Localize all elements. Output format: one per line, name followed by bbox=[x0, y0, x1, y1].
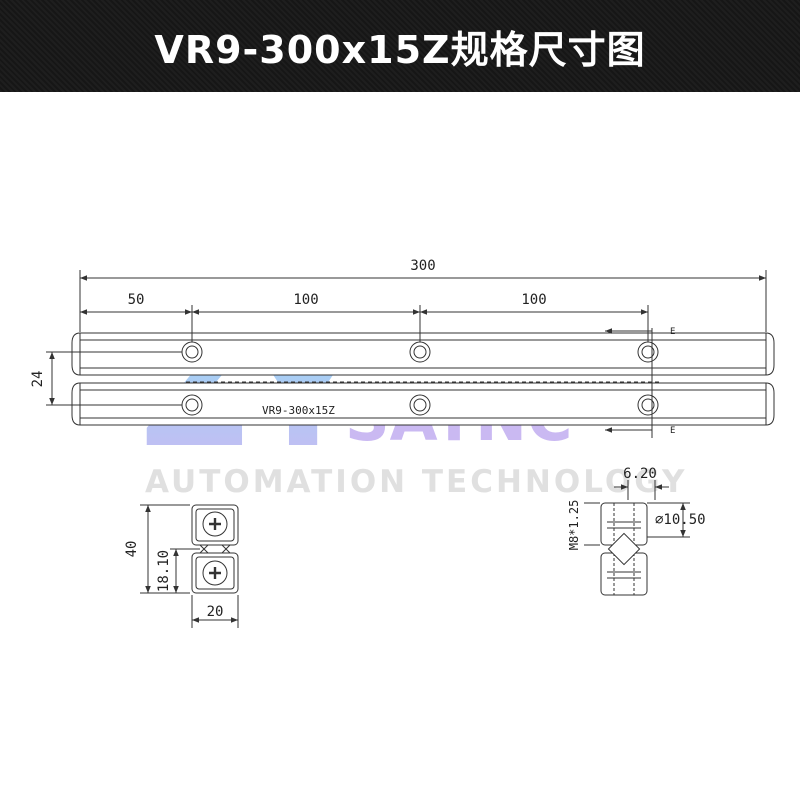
page-title: VR9-300x15Z规格尺寸图 bbox=[154, 27, 646, 72]
mounting-holes bbox=[181, 341, 659, 416]
section-mark-top: E bbox=[670, 327, 675, 337]
dim-end-width: 20 bbox=[207, 604, 224, 620]
top-rail bbox=[71, 332, 775, 376]
dim-end-center: 18.10 bbox=[156, 550, 172, 592]
bottom-rail bbox=[71, 381, 775, 426]
dim-counterbore-depth: 6.20 bbox=[623, 466, 657, 482]
dim-counterbore-dia: ∅10.50 bbox=[655, 512, 706, 528]
section-view-labels: 6.20 ∅10.50 M8*1.25 bbox=[567, 466, 706, 550]
dim-spacing-2: 100 bbox=[521, 292, 546, 308]
front-view-labels: 300 50 100 100 24 VR9-300x15Z E E bbox=[30, 258, 675, 436]
part-label: VR9-300x15Z bbox=[262, 404, 335, 417]
dim-overall-length: 300 bbox=[410, 258, 435, 274]
dim-end-offset: 50 bbox=[128, 292, 145, 308]
front-view bbox=[46, 270, 775, 438]
dim-spacing-1: 100 bbox=[293, 292, 318, 308]
section-mark-bottom: E bbox=[670, 426, 675, 436]
dim-end-height: 40 bbox=[124, 541, 140, 558]
dim-height: 24 bbox=[30, 371, 46, 388]
end-view-labels: 40 18.10 20 bbox=[124, 541, 223, 620]
dim-thread: M8*1.25 bbox=[567, 500, 581, 551]
section-view bbox=[584, 480, 690, 596]
screw-head-icon bbox=[202, 560, 228, 586]
end-view bbox=[140, 504, 239, 628]
watermark-tagline: AUTOMATION TECHNOLOGY bbox=[145, 464, 687, 500]
title-banner: VR9-300x15Z规格尺寸图 bbox=[0, 0, 800, 92]
screw-head-icon bbox=[202, 511, 228, 537]
